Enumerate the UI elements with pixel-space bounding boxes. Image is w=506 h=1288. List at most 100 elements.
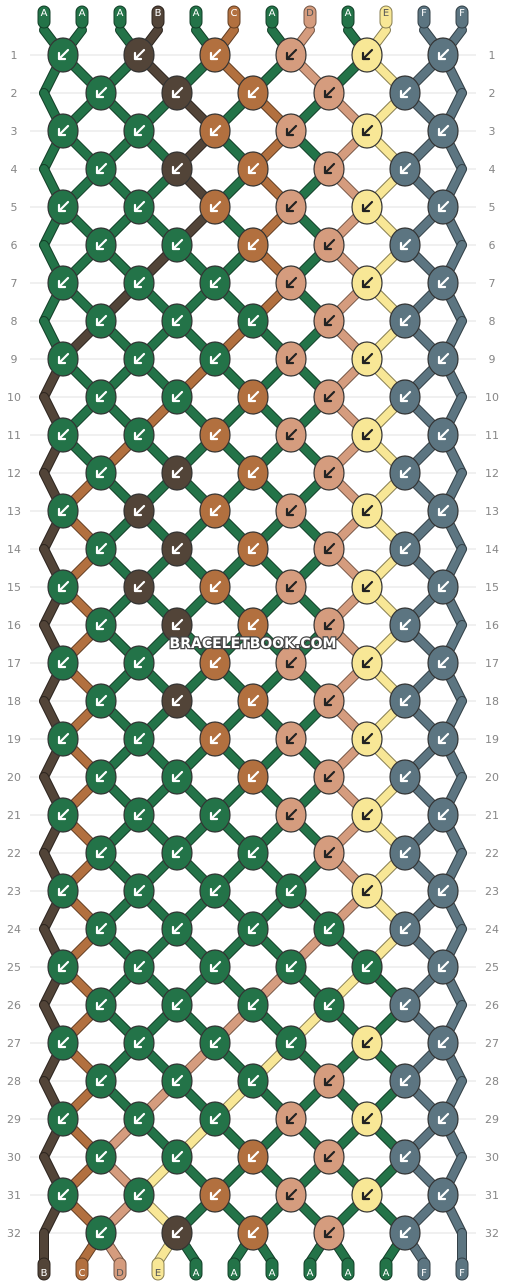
arrow-icon bbox=[361, 1036, 374, 1049]
arrow-icon bbox=[437, 276, 450, 289]
row-label-right: 11 bbox=[485, 429, 499, 442]
strand-label-top: E bbox=[383, 8, 389, 19]
arrow-icon bbox=[209, 276, 222, 289]
arrow-icon bbox=[171, 162, 184, 175]
arrow-icon bbox=[57, 1036, 70, 1049]
arrow-icon bbox=[57, 352, 70, 365]
arrow-icon bbox=[361, 200, 374, 213]
row-label-left: 22 bbox=[7, 847, 21, 860]
arrow-icon bbox=[399, 770, 412, 783]
arrow-icon bbox=[171, 238, 184, 251]
strand-label-bottom: F bbox=[421, 1268, 427, 1279]
row-label-left: 28 bbox=[7, 1075, 21, 1088]
arrow-icon bbox=[437, 960, 450, 973]
row-label-right: 19 bbox=[485, 733, 499, 746]
row-label-left: 13 bbox=[7, 505, 21, 518]
arrow-icon bbox=[209, 504, 222, 517]
strand-tail-top bbox=[75, 5, 89, 29]
row-label-left: 2 bbox=[11, 87, 18, 100]
arrow-icon bbox=[247, 998, 260, 1011]
row-label-right: 9 bbox=[489, 353, 496, 366]
row-label-left: 27 bbox=[7, 1037, 21, 1050]
arrow-icon bbox=[323, 618, 336, 631]
row-label-left: 32 bbox=[7, 1227, 21, 1240]
strand-tail-bottom bbox=[341, 1257, 355, 1281]
strand-tail-top bbox=[37, 5, 51, 29]
arrow-icon bbox=[437, 1188, 450, 1201]
arrow-icon bbox=[171, 390, 184, 403]
arrow-icon bbox=[95, 466, 108, 479]
arrow-icon bbox=[399, 86, 412, 99]
arrow-icon bbox=[247, 390, 260, 403]
arrow-icon bbox=[361, 884, 374, 897]
strand-tail-top bbox=[151, 5, 165, 29]
arrow-icon bbox=[57, 580, 70, 593]
arrow-icon bbox=[323, 694, 336, 707]
strand-tail-bottom bbox=[151, 1257, 165, 1281]
row-label-left: 23 bbox=[7, 885, 21, 898]
arrow-icon bbox=[437, 200, 450, 213]
arrow-icon bbox=[437, 428, 450, 441]
strand-tail-bottom bbox=[37, 1257, 51, 1281]
arrow-icon bbox=[133, 352, 146, 365]
arrow-icon bbox=[323, 770, 336, 783]
arrow-icon bbox=[133, 428, 146, 441]
arrow-icon bbox=[95, 390, 108, 403]
strand-label-top: A bbox=[117, 8, 124, 19]
row-label-right: 6 bbox=[489, 239, 496, 252]
arrow-icon bbox=[95, 694, 108, 707]
row-label-right: 21 bbox=[485, 809, 499, 822]
strand-label-bottom: E bbox=[155, 1268, 161, 1279]
arrow-icon bbox=[399, 1150, 412, 1163]
strand-tail-top bbox=[189, 5, 203, 29]
arrow-icon bbox=[285, 884, 298, 897]
row-label-right: 10 bbox=[485, 391, 499, 404]
arrow-icon bbox=[209, 124, 222, 137]
arrow-icon bbox=[95, 770, 108, 783]
arrow-icon bbox=[361, 428, 374, 441]
arrow-icon bbox=[57, 808, 70, 821]
arrow-icon bbox=[209, 884, 222, 897]
arrow-icon bbox=[171, 86, 184, 99]
strand-label-top: A bbox=[193, 8, 200, 19]
arrow-icon bbox=[209, 1036, 222, 1049]
arrow-icon bbox=[95, 542, 108, 555]
arrow-icon bbox=[171, 998, 184, 1011]
arrow-icon bbox=[285, 960, 298, 973]
strand-tail-top bbox=[227, 5, 241, 29]
arrow-icon bbox=[247, 846, 260, 859]
strand-tail-bottom bbox=[265, 1257, 279, 1281]
row-label-right: 20 bbox=[485, 771, 499, 784]
arrow-icon bbox=[133, 732, 146, 745]
row-label-left: 16 bbox=[7, 619, 21, 632]
arrow-icon bbox=[133, 884, 146, 897]
arrow-icon bbox=[323, 1074, 336, 1087]
row-label-right: 13 bbox=[485, 505, 499, 518]
strand-label-top: A bbox=[79, 8, 86, 19]
arrow-icon bbox=[437, 732, 450, 745]
arrow-icon bbox=[437, 504, 450, 517]
arrow-icon bbox=[171, 618, 184, 631]
strand-label-bottom: A bbox=[383, 1268, 390, 1279]
arrow-icon bbox=[209, 656, 222, 669]
row-label-right: 29 bbox=[485, 1113, 499, 1126]
arrow-icon bbox=[209, 428, 222, 441]
arrow-icon bbox=[399, 466, 412, 479]
arrow-icon bbox=[323, 846, 336, 859]
arrow-icon bbox=[285, 1036, 298, 1049]
arrow-icon bbox=[437, 656, 450, 669]
strand-label-bottom: C bbox=[79, 1268, 86, 1279]
arrow-icon bbox=[247, 618, 260, 631]
row-label-right: 23 bbox=[485, 885, 499, 898]
row-label-left: 31 bbox=[7, 1189, 21, 1202]
arrow-icon bbox=[209, 732, 222, 745]
arrow-icon bbox=[399, 238, 412, 251]
strand-label-bottom: A bbox=[193, 1268, 200, 1279]
strand-label-top: A bbox=[41, 8, 48, 19]
row-label-right: 2 bbox=[489, 87, 496, 100]
arrow-icon bbox=[361, 276, 374, 289]
row-label-left: 9 bbox=[11, 353, 18, 366]
arrow-icon bbox=[323, 314, 336, 327]
arrow-icon bbox=[247, 466, 260, 479]
